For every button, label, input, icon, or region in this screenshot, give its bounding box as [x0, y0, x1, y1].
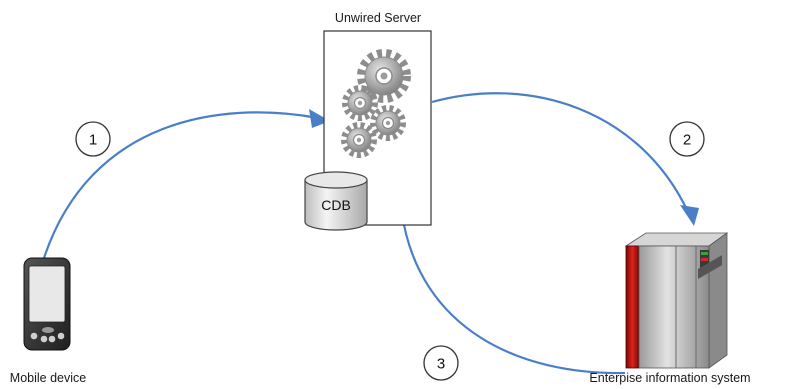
- enterprise-system: Enterpise information system: [589, 232, 751, 385]
- mobile-label: Mobile device: [10, 371, 86, 385]
- server-rack-icon: [624, 232, 729, 369]
- server-label: Unwired Server: [335, 11, 421, 25]
- arrow-1-mobile-to-server: [42, 111, 319, 259]
- gear-icon: [341, 122, 377, 158]
- step-3-label: 3: [437, 356, 445, 373]
- step-2-marker: 2: [669, 121, 705, 157]
- pda-device-icon: [23, 257, 71, 351]
- step-2-label: 2: [683, 132, 691, 149]
- arrow-3-eis-to-server: [400, 213, 626, 375]
- gear-icon: [357, 49, 411, 103]
- gear-icon: [342, 85, 378, 121]
- db-label: CDB: [321, 197, 351, 213]
- arrow-1-head: [309, 109, 330, 128]
- step-1-label: 1: [89, 132, 97, 149]
- step-1-marker: 1: [75, 121, 111, 157]
- unwired-server: Unwired Server: [304, 11, 432, 231]
- gear-icon: [370, 105, 406, 141]
- mobile-device: Mobile device: [10, 257, 86, 385]
- arrow-2-head: [680, 205, 699, 226]
- arrow-2-server-to-eis: [431, 92, 689, 213]
- step-3-marker: 3: [423, 345, 459, 381]
- eis-label: Enterpise information system: [589, 371, 750, 385]
- database-icon: CDB: [304, 171, 368, 231]
